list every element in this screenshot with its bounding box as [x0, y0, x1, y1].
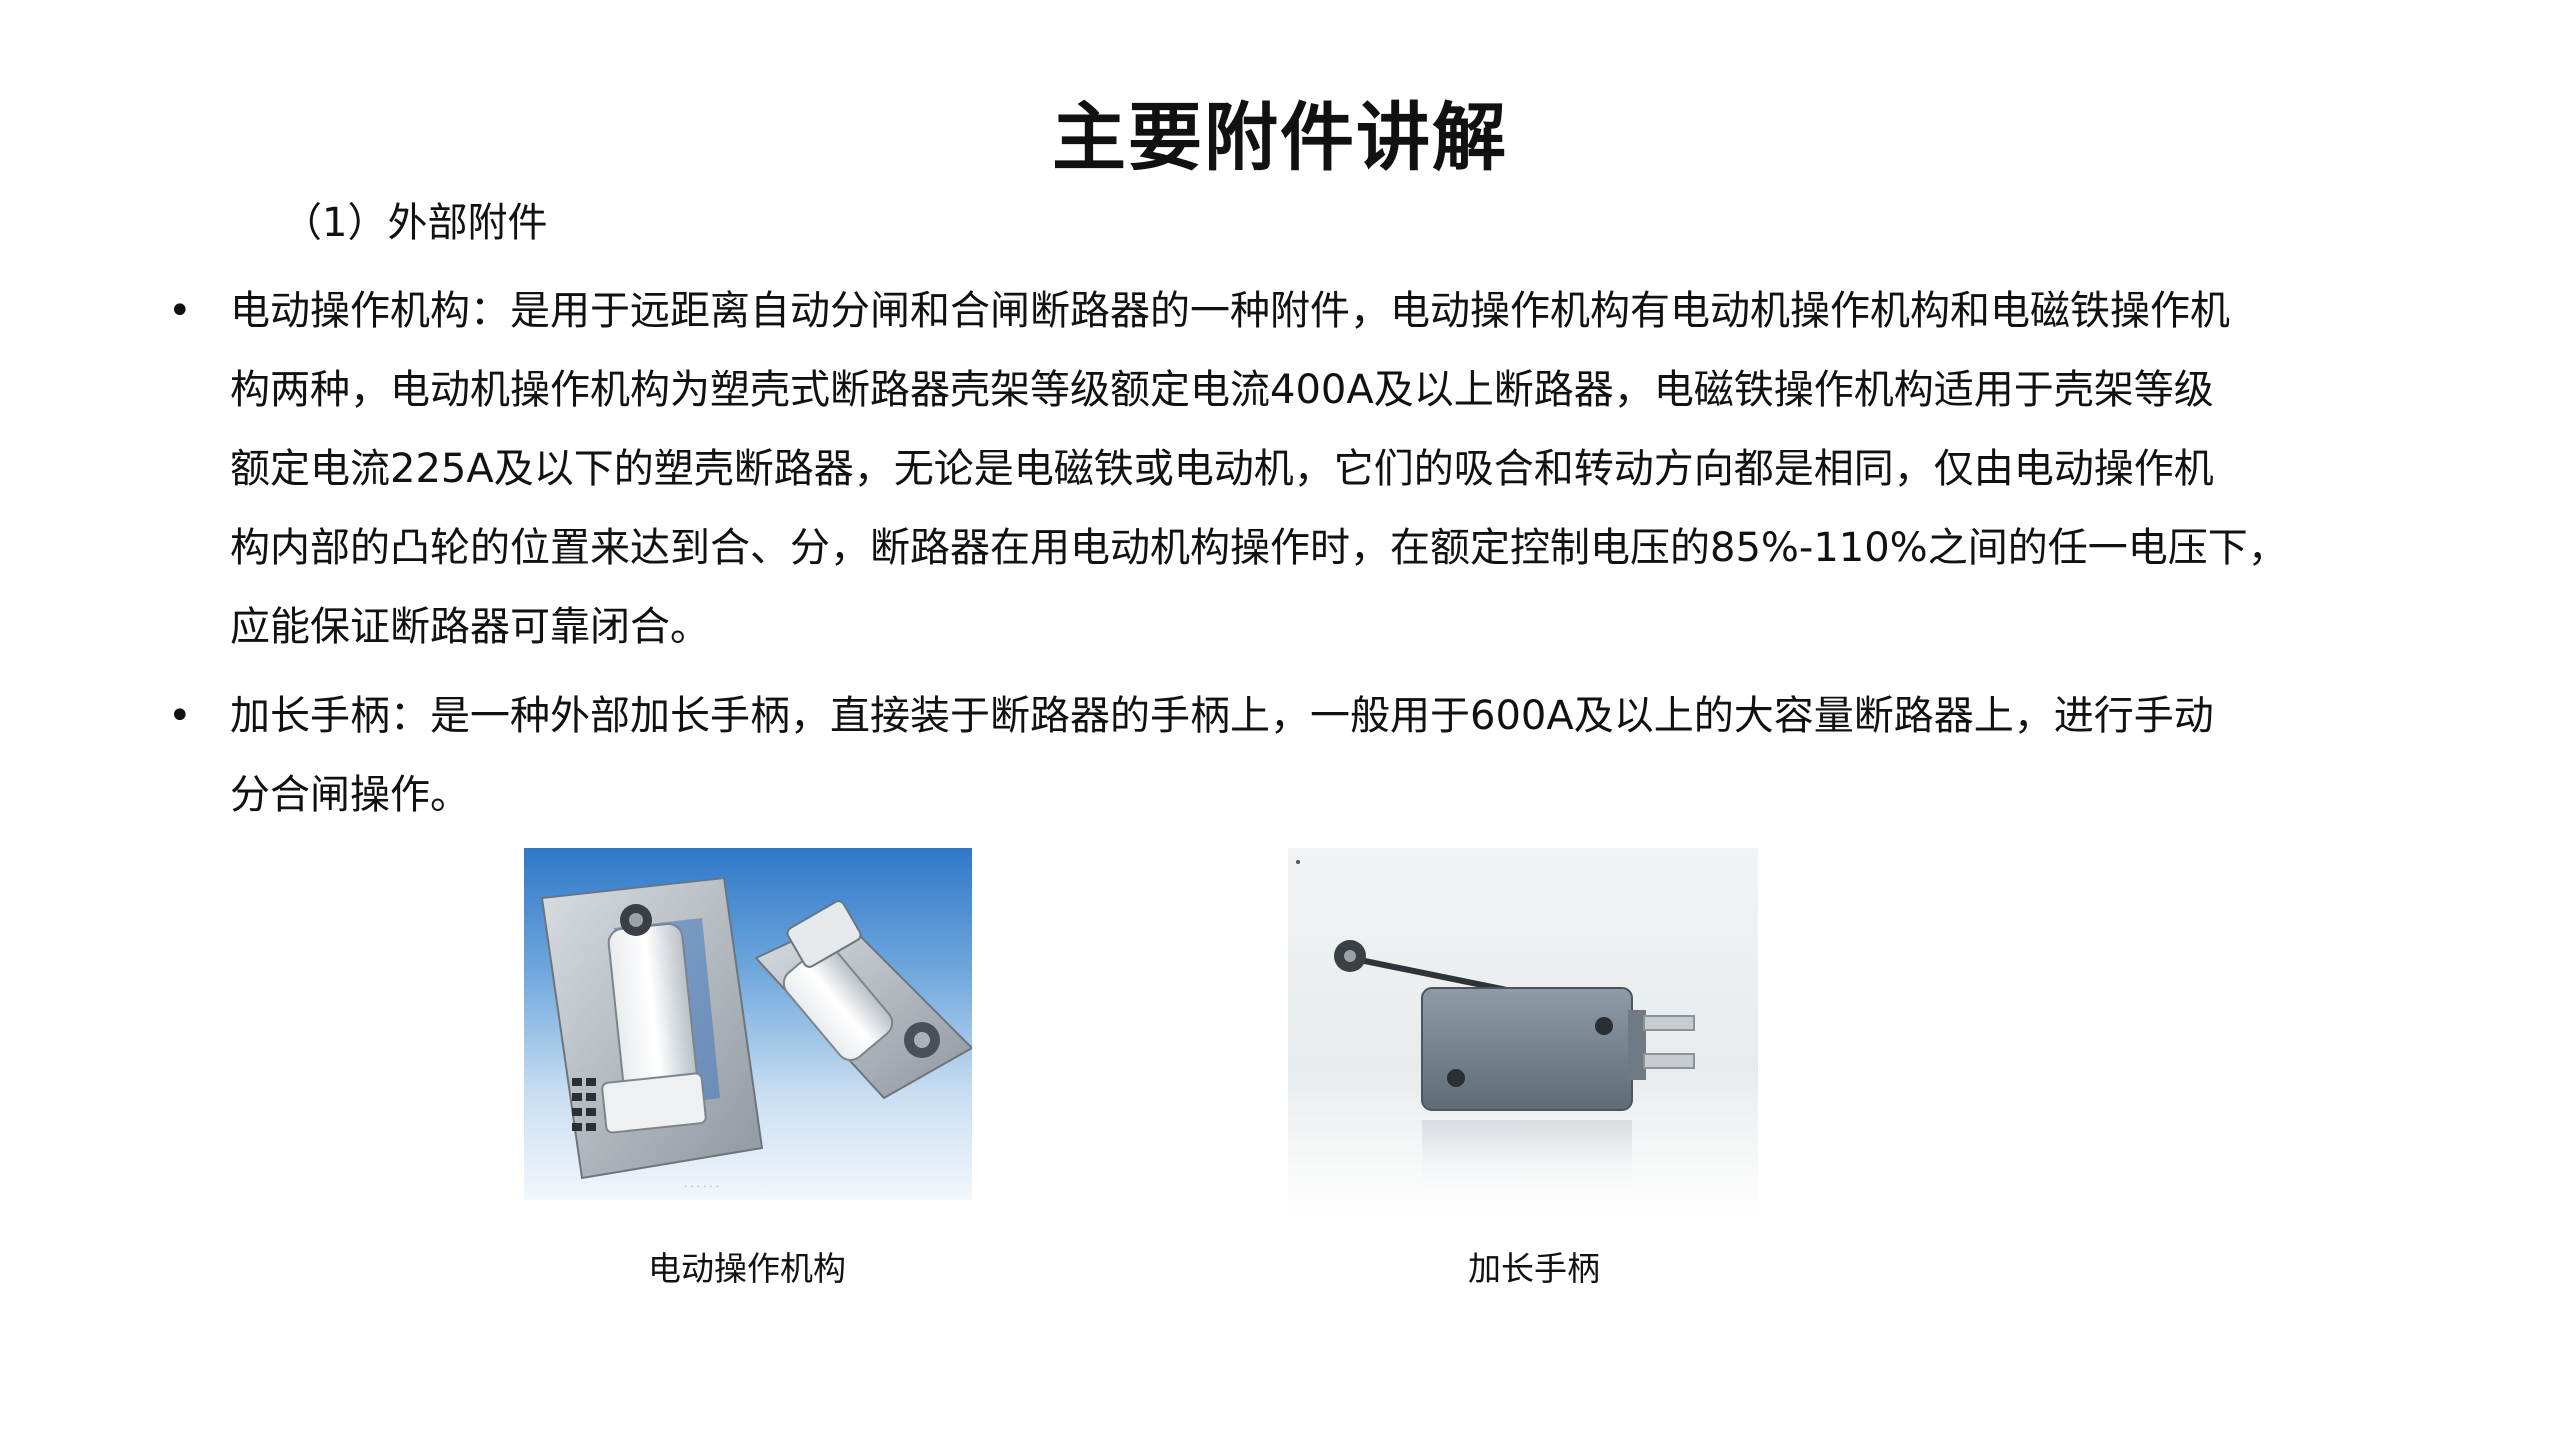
- svg-text:· · · · · ·: · · · · · ·: [684, 1182, 719, 1193]
- bullet-item-extension-handle: • 加长手柄：是一种外部加长手柄，直接装于断路器的手柄上，一般用于600A及以上…: [160, 677, 2460, 835]
- page-title: 主要附件讲解: [1052, 95, 1508, 181]
- motor-operator-photo: · · · · · ·: [524, 848, 972, 1200]
- section-subtitle: （1）外部附件: [282, 200, 548, 246]
- paragraph-line: 构内部的凸轮的位置来达到合、分，断路器在用电动机构操作时，在额定控制电压的85%…: [230, 525, 2288, 571]
- paragraph-line: 应能保证断路器可靠闭合。: [230, 604, 710, 650]
- paragraph-line: 加长手柄：是一种外部加长手柄，直接装于断路器的手柄上，一般用于600A及以上的大…: [230, 693, 2214, 739]
- extension-handle-illustration: [1296, 860, 1695, 1200]
- bullet-paragraph: 电动操作机构：是用于远距离自动分闸和合闸断路器的一种附件，电动操作机构有电动机操…: [230, 272, 2460, 667]
- bullet-marker: •: [168, 288, 192, 334]
- paragraph-line: 分合闸操作。: [230, 772, 470, 818]
- bullet-marker: •: [168, 693, 192, 739]
- bullet-list: • 电动操作机构：是用于远距离自动分闸和合闸断路器的一种附件，电动操作机构有电动…: [160, 272, 2460, 845]
- figure-caption-motor-operator: 电动操作机构: [648, 1249, 846, 1288]
- paragraph-line: 额定电流225A及以下的塑壳断路器，无论是电磁铁或电动机，它们的吸合和转动方向都…: [230, 446, 2214, 492]
- bullet-item-motor-operator: • 电动操作机构：是用于远距离自动分闸和合闸断路器的一种附件，电动操作机构有电动…: [160, 272, 2460, 667]
- paragraph-line: 电动操作机构：是用于远距离自动分闸和合闸断路器的一种附件，电动操作机构有电动机操…: [230, 288, 2230, 334]
- extension-handle-photo: [1288, 848, 1758, 1218]
- motor-operator-illustration: · · · · · ·: [540, 876, 972, 1193]
- bullet-paragraph: 加长手柄：是一种外部加长手柄，直接装于断路器的手柄上，一般用于600A及以上的大…: [230, 677, 2460, 835]
- paragraph-line: 构两种，电动机操作机构为塑壳式断路器壳架等级额定电流400A及以上断路器，电磁铁…: [230, 367, 2214, 413]
- figure-caption-extension-handle: 加长手柄: [1468, 1249, 1600, 1288]
